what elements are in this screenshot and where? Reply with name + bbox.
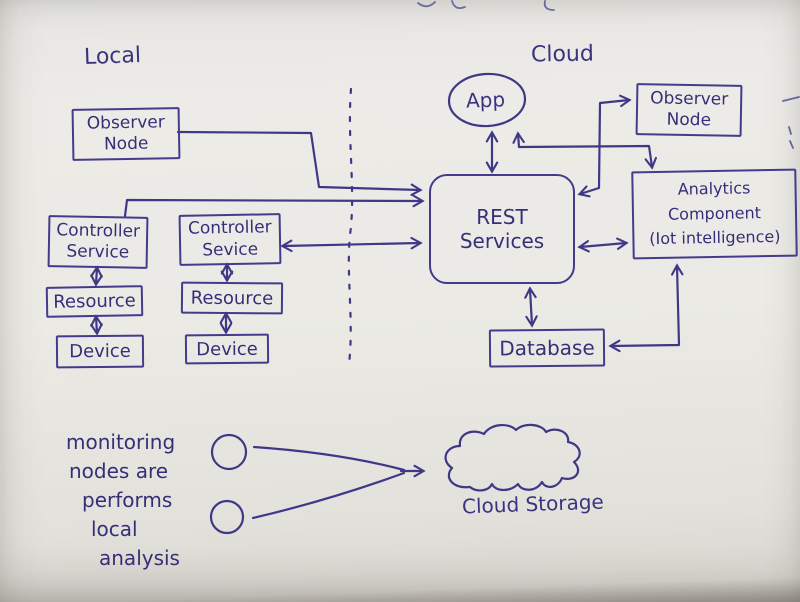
app-ellipse [447,72,527,128]
edge-database-analytics-double [611,266,679,346]
observer-node-local-label: Observer Node [86,112,165,155]
monitoring-node-circle-1 [210,433,248,471]
cut-off-marks-right-edge [782,96,800,149]
device-2-label: Device [196,338,258,360]
device-1-label: Device [69,340,131,363]
annotation-line: monitoring [66,430,176,454]
app-label: App [465,87,506,113]
rest-services-label: REST Services [459,205,545,253]
analytics-component-label: Analytics Component (Iot intelligence) [649,178,781,249]
device-1-box: Device [55,334,145,369]
local-cloud-separator-dashed-line [347,87,354,366]
device-2-box: Device [184,333,270,365]
edge-observer-local-to-rest [176,130,420,190]
annotation-line: local [91,517,138,541]
cloud-storage-shape [444,423,581,492]
edge-app-analytics-double [518,134,652,167]
controller-service-1-box: Controller Service [47,215,149,269]
observer-node-cloud-label: Observer Node [650,88,729,131]
annotation-line: performs [82,488,173,512]
edge-rest-database-double [530,289,532,325]
annotation-line: nodes are [69,459,169,483]
edge-controller1-to-rest [123,200,422,218]
rest-services-box: REST Services [429,174,575,284]
edge-controller1-resource1-double [96,268,97,284]
analytics-component-box: Analytics Component (Iot intelligence) [631,168,798,260]
edge-rest-observercloud-double [580,100,629,194]
database-label: Database [499,335,595,361]
observer-node-cloud-box: Observer Node [635,83,743,137]
resource-1-label: Resource [53,290,136,313]
controller-service-2-label: Controller Sevice [187,217,272,260]
observer-node-local-box: Observer Node [71,107,181,161]
edge-circle2-line [251,471,406,520]
annotation-monitoring-nodes: monitoring nodes are performs local anal… [66,428,180,573]
controller-service-2-box: Controller Sevice [178,213,282,266]
resource-2-label: Resource [190,287,274,309]
edge-circle1-line [252,445,406,472]
local-region-label: Local [83,43,142,70]
resource-2-box: Resource [180,281,284,315]
edge-controller2-rest-double [283,243,420,246]
database-box: Database [488,328,606,368]
edge-resource1-device1-double [96,317,97,333]
controller-service-1-label: Controller Service [56,220,141,263]
monitoring-node-circle-2 [209,499,245,535]
resource-1-box: Resource [45,285,144,318]
cloud-storage-label: Cloud Storage [461,489,605,519]
edge-rest-analytics-double [580,243,626,247]
cloud-region-label: Cloud [530,41,595,68]
cut-off-writing-top [417,0,555,11]
annotation-line: analysis [99,546,180,570]
